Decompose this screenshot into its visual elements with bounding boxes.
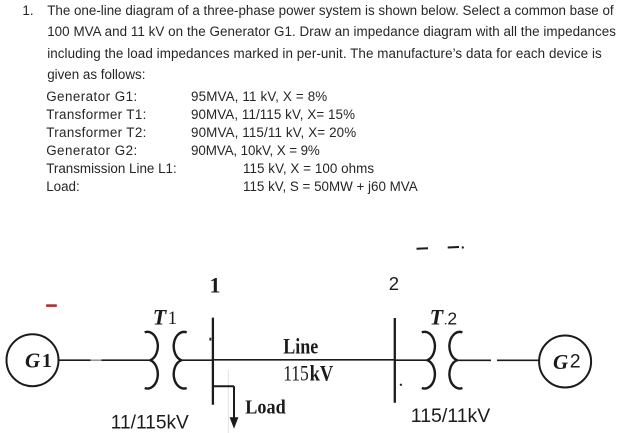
svg-text:Load: Load	[245, 398, 286, 419]
svg-text:115: 115	[283, 360, 309, 385]
svg-text:2: 2	[570, 351, 581, 373]
svg-text:G: G	[25, 348, 40, 372]
svg-text:1: 1	[42, 350, 52, 372]
svg-text:1: 1	[168, 308, 178, 329]
svg-text:kV: kV	[310, 360, 334, 385]
svg-text:115/11kV: 115/11kV	[411, 405, 491, 427]
svg-text:T: T	[430, 304, 445, 329]
svg-text:Line: Line	[283, 334, 318, 359]
svg-text:T: T	[153, 304, 168, 329]
svg-text:G: G	[553, 350, 568, 374]
svg-text:11/115kV: 11/115kV	[111, 411, 189, 433]
svg-text:2: 2	[447, 308, 457, 328]
svg-text:.: .	[444, 313, 448, 328]
svg-text:2: 2	[389, 273, 399, 294]
svg-text:1: 1	[210, 273, 221, 298]
